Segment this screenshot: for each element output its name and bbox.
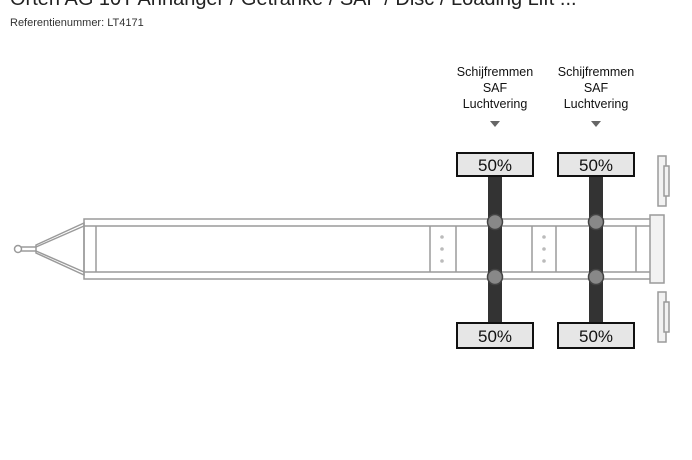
chassis-frame (83, 218, 653, 280)
axle-1-load-bottom-box (456, 322, 534, 349)
axle-2-arrow-icon (591, 121, 601, 127)
axle-2-brake-label: Schijfremmen (558, 65, 634, 79)
axle-1-suspension: Luchtvering (463, 97, 528, 111)
axle-1-load-top-box (456, 152, 534, 177)
axle-2-load-bottom-box (557, 322, 635, 349)
axle-1-hub-bottom (486, 268, 504, 286)
rear-bumper (649, 155, 670, 343)
axle-1-brake-label: Schijfremmen (457, 65, 533, 79)
page-title: Orten AG 10T Anhänger / Getränke / SAF /… (10, 0, 690, 11)
axle-1-manufacturer: SAF (483, 81, 508, 95)
axle-2-hub-bottom (587, 268, 605, 286)
axle-2: Schijfremmen SAF Luchtvering 50% 50% (557, 65, 635, 349)
axle-1-beam (488, 176, 502, 323)
reference-number: Referentienummer: LT4171 (10, 17, 144, 29)
axle-2-hub-top (587, 213, 605, 231)
axle-2-load-top-box (557, 152, 635, 177)
axle-2-suspension: Luchtvering (564, 97, 629, 111)
axle-2-manufacturer: SAF (584, 81, 609, 95)
axle-1-hub-top (486, 213, 504, 231)
axle-1-arrow-icon (490, 121, 500, 127)
axle-1: Schijfremmen SAF Luchtvering 50% 50% (456, 65, 534, 349)
axle-1-load-top: 50% (478, 156, 512, 175)
axle-2-load-top: 50% (579, 156, 613, 175)
drawbar (13, 221, 85, 277)
axle-1-load-bottom: 50% (478, 327, 512, 346)
axle-2-load-bottom: 50% (579, 327, 613, 346)
axle-2-beam (589, 176, 603, 323)
frame-bolts (440, 235, 546, 263)
